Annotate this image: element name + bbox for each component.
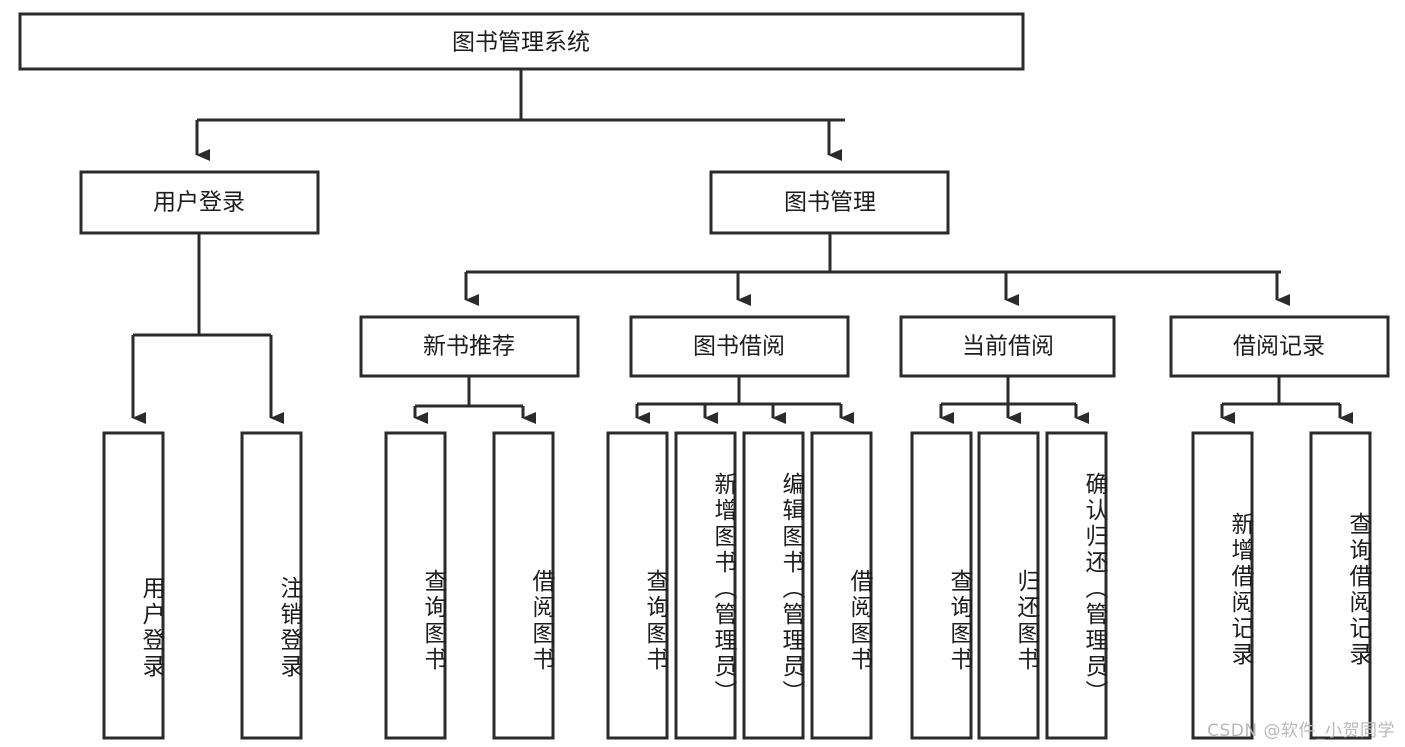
leaf-box-add-record[interactable] xyxy=(1191,431,1254,740)
leaf-box-borrow-book-bb[interactable] xyxy=(810,431,873,740)
connector-newbook-to-leaves xyxy=(413,376,536,424)
node-book-borrow-label: 图书借阅 xyxy=(693,334,785,360)
leaf-box-query-book-nb[interactable] xyxy=(384,431,447,740)
node-new-book-recommend-label: 新书推荐 xyxy=(423,334,515,360)
node-current-borrow[interactable]: 当前借阅 xyxy=(899,315,1116,378)
node-user-login[interactable]: 用户登录 xyxy=(79,170,320,235)
connector-bookmgmt-to-level3 xyxy=(464,233,1290,306)
leaf-box-user-login[interactable] xyxy=(102,431,165,740)
leaf-box-edit-book-admin[interactable] xyxy=(742,431,805,740)
leaf-box-query-record[interactable] xyxy=(1309,431,1372,740)
node-book-borrow[interactable]: 图书借阅 xyxy=(629,315,850,378)
node-root-label: 图书管理系统 xyxy=(452,30,590,56)
node-root-system[interactable]: 图书管理系统 xyxy=(18,12,1025,71)
node-current-borrow-label: 当前借阅 xyxy=(962,334,1054,360)
leaf-box-add-book-admin[interactable] xyxy=(674,431,737,740)
leaf-box-borrow-book-nb[interactable] xyxy=(492,431,555,740)
node-user-login-label: 用户登录 xyxy=(153,190,245,216)
leaf-box-return-book[interactable] xyxy=(977,431,1040,740)
connector-records-to-leaves xyxy=(1220,376,1353,424)
leaf-box-confirm-return-admin[interactable] xyxy=(1045,431,1108,740)
connector-root-to-level2 xyxy=(195,69,845,161)
csdn-watermark: CSDN @软件_小贺同学 xyxy=(1207,721,1395,741)
node-book-management[interactable]: 图书管理 xyxy=(709,170,950,235)
node-new-book-recommend[interactable]: 新书推荐 xyxy=(359,315,580,378)
connector-userlogin-to-leaves xyxy=(131,233,284,424)
leaf-box-query-book-bb[interactable] xyxy=(606,431,669,740)
leaf-box-query-book-cb[interactable] xyxy=(910,431,973,740)
node-book-management-label: 图书管理 xyxy=(784,190,876,216)
node-borrow-records[interactable]: 借阅记录 xyxy=(1169,315,1390,378)
connector-borrow-to-leaves xyxy=(635,376,854,424)
connector-current-to-leaves xyxy=(939,376,1089,424)
node-borrow-records-label: 借阅记录 xyxy=(1233,334,1325,360)
leaf-box-logout[interactable] xyxy=(240,431,303,740)
